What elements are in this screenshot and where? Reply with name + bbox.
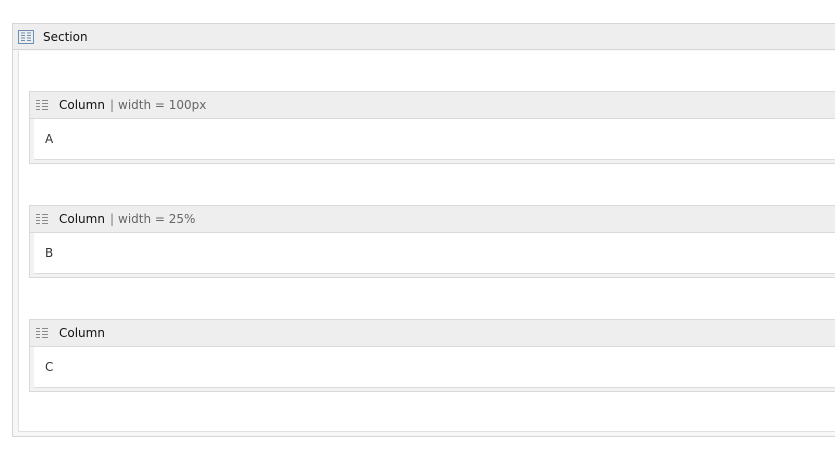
column-title: Column — [59, 98, 105, 112]
column-header[interactable]: Column | width = 100px — [30, 92, 835, 119]
column-block-c[interactable]: Column C — [29, 319, 835, 392]
column-content: B — [45, 246, 54, 260]
column-block-a[interactable]: Column | width = 100px A — [29, 91, 835, 164]
column-header[interactable]: Column | width = 25% — [30, 206, 835, 233]
column-header[interactable]: Column — [30, 320, 835, 347]
section-title: Section — [43, 29, 88, 44]
section-layout-icon — [18, 29, 34, 44]
column-layout-icon — [35, 99, 49, 111]
column-content: C — [45, 360, 54, 374]
column-width-detail: width = 25% — [118, 212, 196, 226]
column-body[interactable]: C — [34, 347, 835, 388]
column-block-b[interactable]: Column | width = 25% B — [29, 205, 835, 278]
column-separator: | — [109, 98, 115, 112]
column-body[interactable]: A — [34, 119, 835, 160]
column-title: Column — [59, 326, 105, 340]
section-body: Column | width = 100px A — [18, 51, 835, 432]
column-separator: | — [109, 212, 115, 226]
column-body[interactable]: B — [34, 233, 835, 274]
column-content: A — [45, 132, 54, 146]
column-layout-icon — [35, 213, 49, 225]
column-layout-icon — [35, 327, 49, 339]
section-block[interactable]: Section Column | — [12, 23, 835, 437]
column-width-detail: width = 100px — [118, 98, 207, 112]
section-header[interactable]: Section — [13, 24, 835, 50]
column-title: Column — [59, 212, 105, 226]
